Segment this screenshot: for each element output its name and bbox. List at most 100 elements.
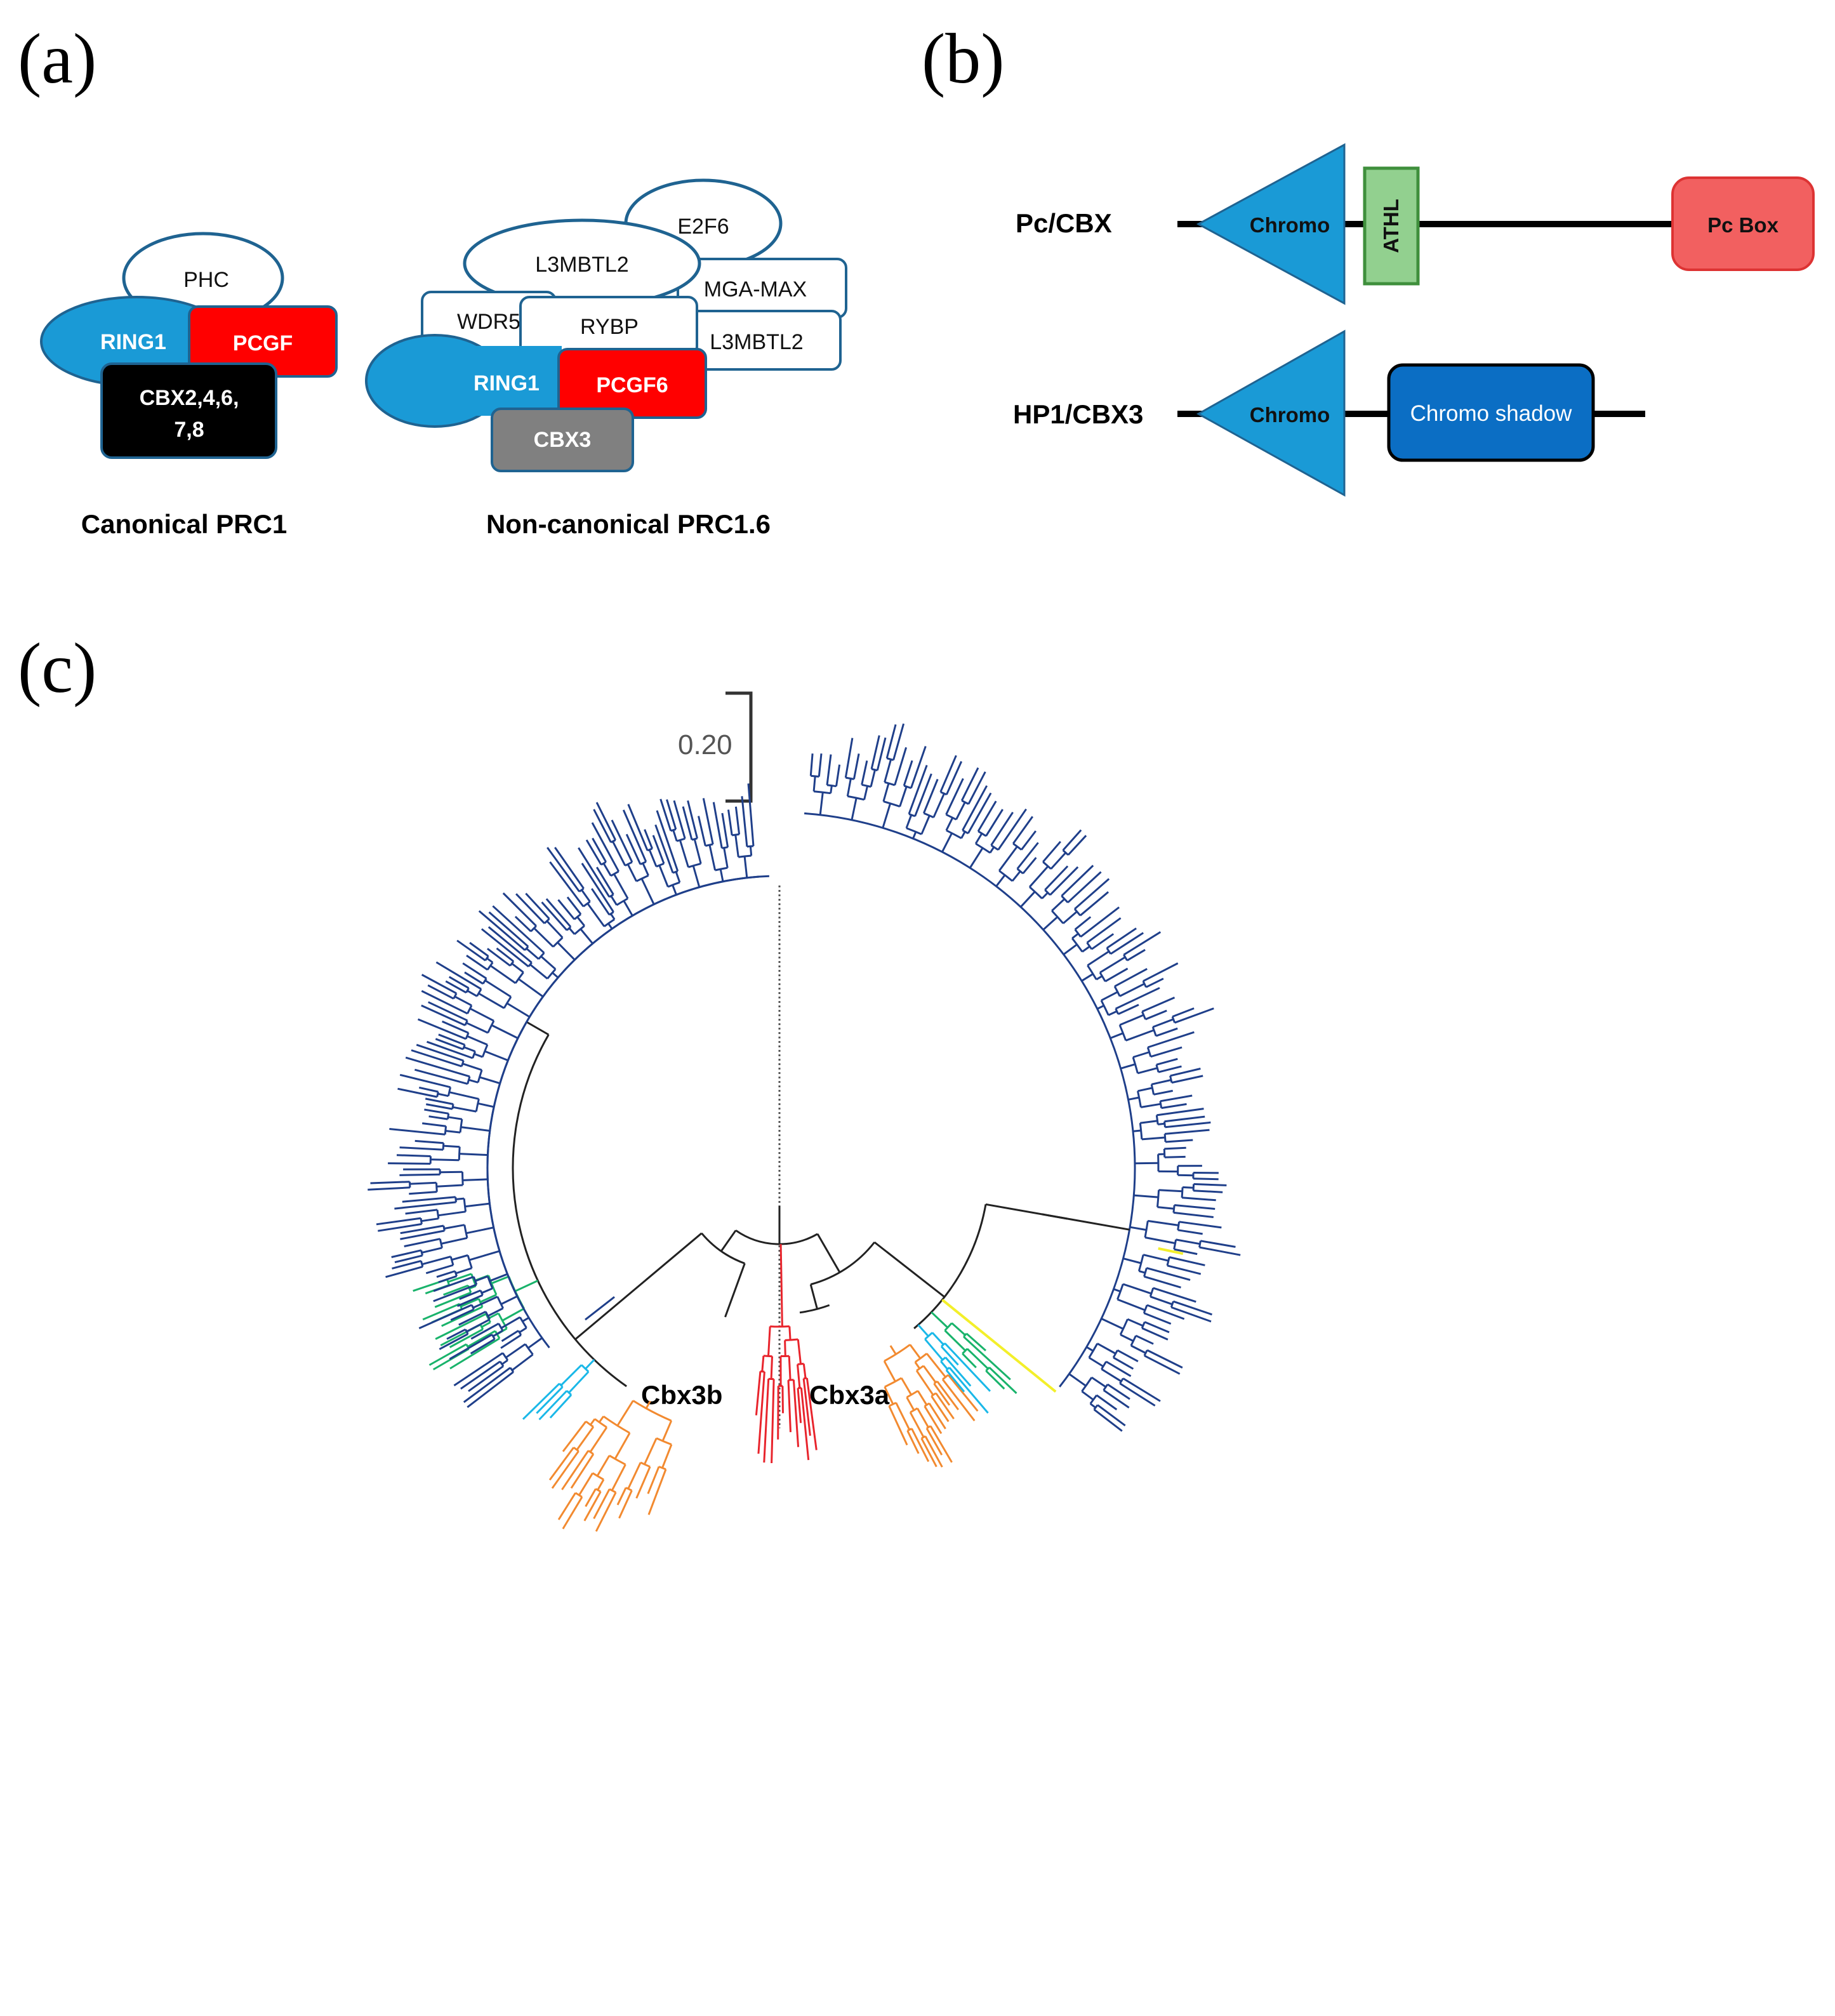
tree-arc — [436, 1209, 440, 1219]
tree-branch — [1179, 1221, 1222, 1229]
tree-branch — [1110, 932, 1144, 955]
tree-branch — [1171, 1075, 1203, 1084]
tree-arc — [797, 1362, 804, 1365]
tree-arc — [1173, 1239, 1177, 1250]
tree-branch — [446, 1328, 467, 1340]
tree-branch — [472, 1296, 498, 1309]
tree-branch — [924, 1435, 943, 1468]
tree-branch — [491, 1275, 510, 1285]
tree-branch — [428, 1115, 448, 1120]
tree-branch — [481, 1321, 491, 1328]
tree-branch — [835, 764, 841, 786]
cbx-node — [100, 362, 277, 459]
tree-branch — [914, 1362, 921, 1369]
tree-branch — [405, 1209, 438, 1215]
tree-branch — [809, 753, 814, 776]
tree-branch — [469, 941, 489, 957]
tree-branch — [1129, 1226, 1147, 1231]
tree-branch — [1113, 1288, 1121, 1293]
tree-branch — [421, 990, 468, 1015]
pc-box-domain — [1671, 176, 1815, 271]
tree-branch — [658, 865, 669, 887]
tree-branch — [468, 1365, 504, 1392]
tree-branch — [453, 1352, 503, 1387]
tree-branch — [438, 1033, 465, 1046]
tree-arc — [454, 1271, 458, 1277]
tree-arc — [670, 828, 677, 832]
tree-branch — [967, 771, 986, 805]
chromo-shadow-domain — [1387, 363, 1595, 462]
tree-branch — [1119, 1383, 1156, 1407]
athl-label: ATHL — [1379, 199, 1403, 253]
tree-branch — [475, 1275, 488, 1282]
cbx3b-label: Cbx3b — [641, 1380, 722, 1410]
cbx3a-label: Cbx3a — [809, 1380, 890, 1410]
tree-branch — [1105, 1360, 1132, 1377]
tree-arc — [946, 829, 962, 839]
tree-branch — [438, 1275, 457, 1283]
tree-branch — [1153, 1089, 1173, 1096]
tree-branch — [940, 1360, 948, 1370]
tree-arc — [475, 1098, 480, 1112]
tree-branch — [519, 1327, 527, 1334]
tree-branch — [967, 792, 992, 834]
tree-branch — [479, 1076, 501, 1085]
tree-branch — [444, 1224, 465, 1230]
tree-arc — [738, 854, 752, 858]
tree-branch — [661, 1420, 673, 1442]
tree-branch — [884, 1386, 894, 1405]
tree-branch — [1138, 1270, 1146, 1274]
tree-branch — [455, 1197, 465, 1200]
tree-branch — [1144, 1321, 1170, 1334]
ring1-nc-label: RING1 — [474, 371, 540, 395]
tree-arc — [1166, 1257, 1170, 1266]
tree-branch — [1164, 1146, 1186, 1150]
tree-branch — [1074, 878, 1110, 910]
tree-arc — [1146, 1047, 1152, 1058]
tree-branch — [479, 1294, 497, 1303]
tree-branch — [400, 1230, 445, 1240]
tree-arc — [687, 863, 701, 868]
tree-branch — [648, 849, 658, 867]
tree-arc — [486, 875, 760, 1349]
tree-branch — [876, 737, 887, 771]
tree-arc — [705, 843, 713, 847]
tree-branch — [560, 1364, 583, 1386]
tree-branch — [1096, 1394, 1118, 1410]
tree-branch — [693, 839, 702, 864]
tree-arc — [715, 866, 728, 872]
tree-branch — [585, 1488, 597, 1508]
tree-branch — [441, 1237, 468, 1245]
tree-arc — [609, 893, 614, 898]
panel-c-label: (c) — [18, 629, 96, 708]
tree-branch — [576, 1426, 595, 1450]
tree-arc — [1155, 1064, 1160, 1073]
tree-branch — [1097, 1404, 1126, 1427]
tree-branch — [1041, 892, 1049, 899]
tree-branch — [487, 926, 533, 964]
pc-cbx-chromo-label: Chromo — [1250, 213, 1330, 237]
tree-branch — [394, 1254, 423, 1264]
tree-branch — [1093, 1409, 1123, 1432]
tree-branch — [557, 1492, 576, 1520]
tree-branch — [1016, 842, 1039, 870]
tree-branch — [882, 783, 890, 802]
tree-arc — [420, 1261, 424, 1268]
tree-branch — [562, 1496, 583, 1530]
tree-branch — [985, 1370, 1005, 1390]
tree-branch — [909, 1344, 922, 1359]
tree-branch — [478, 992, 505, 1009]
tree-branch — [644, 829, 653, 849]
tree-branch — [1120, 1063, 1136, 1070]
tree-arc — [1144, 1221, 1149, 1238]
tree-arc — [826, 784, 837, 788]
tree-branch — [546, 920, 564, 939]
tree-branch — [666, 799, 677, 830]
tree-branch — [447, 1273, 472, 1283]
tree-branch — [449, 1337, 500, 1370]
tree-branch — [445, 980, 467, 994]
tree-branch — [974, 833, 983, 844]
tree-arc — [486, 875, 769, 1315]
tree-branch — [613, 873, 629, 899]
tree-branch — [1170, 1306, 1212, 1323]
